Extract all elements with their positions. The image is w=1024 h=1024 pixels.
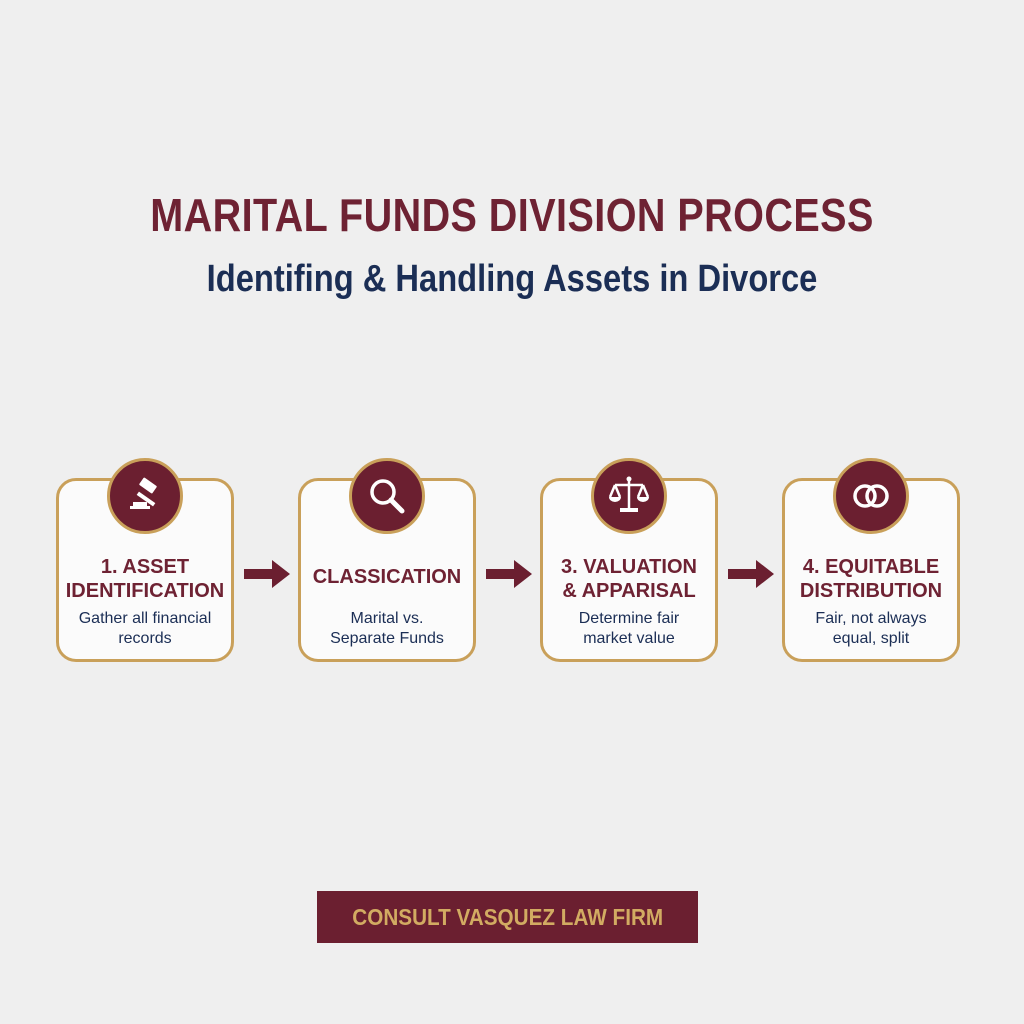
arrow-right-icon: [486, 560, 532, 588]
arrow-right-icon: [244, 560, 290, 588]
step-card-classification: CLASSICATION Marital vs.Separate Funds: [298, 458, 476, 662]
consult-cta-banner[interactable]: CONSULT VASQUEZ LAW FIRM: [317, 891, 698, 943]
rings-icon: [833, 458, 909, 534]
step-description: Marital vs.Separate Funds: [330, 610, 444, 647]
step-title: CLASSICATION: [312, 566, 462, 588]
cta-label: CONSULT VASQUEZ LAW FIRM: [352, 903, 663, 930]
page-title: MARITAL FUNDS DIVISION PROCESS: [150, 189, 874, 241]
arrow-right-icon: [728, 560, 774, 588]
magnifier-icon: [349, 458, 425, 534]
scales-icon: [591, 458, 667, 534]
gavel-icon: [107, 458, 183, 534]
page-subtitle: Identifing & Handling Assets in Divorce: [206, 258, 818, 300]
step-title: 3. VALUATION& APPARISAL: [561, 556, 697, 602]
